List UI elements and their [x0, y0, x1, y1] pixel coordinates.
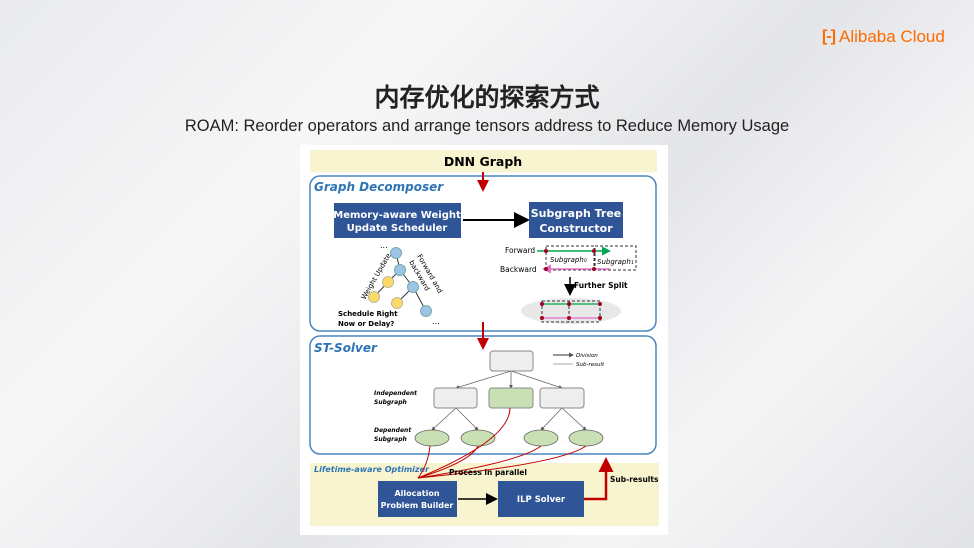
- legend-division: Division: [576, 353, 598, 359]
- independent-subgraph-3: [539, 387, 585, 409]
- backward-label: Backward: [500, 265, 537, 274]
- ellipsis-bottom: ...: [432, 317, 440, 326]
- dnn-graph-label: DNN Graph: [444, 154, 522, 169]
- split-result-box: [541, 300, 601, 323]
- independent-subgraph-2: [488, 387, 534, 409]
- graph-decomposer-label: Graph Decomposer: [314, 180, 444, 194]
- independent-label-1: Independent: [374, 390, 418, 397]
- schedule-question-2: Now or Delay?: [338, 320, 394, 328]
- forward-label: Forward: [505, 246, 535, 255]
- builder-line1: Allocation: [394, 489, 439, 498]
- parallel-red-curves: [417, 407, 587, 479]
- independent-label-2: Subgraph: [374, 399, 407, 406]
- alibaba-cloud-logo: [-] Alibaba Cloud: [822, 27, 945, 47]
- parallel-label: Process in parallel: [449, 468, 527, 477]
- logo-mark-icon: [-]: [822, 28, 836, 45]
- tree-line1: Subgraph Tree: [531, 207, 622, 220]
- split-result-ellipse: [521, 298, 621, 324]
- subgraph-tree-box: [529, 202, 623, 238]
- root-subgraph-box: [489, 350, 534, 372]
- sub-results-arrow: [584, 457, 614, 501]
- schedule-question-1: Schedule Right: [338, 310, 398, 318]
- dependent-label-2: Subgraph: [374, 436, 407, 443]
- scheduler-box: [334, 203, 461, 238]
- subgraph1-label: Subgraph₁: [597, 258, 634, 266]
- independent-subgraph-1: [433, 387, 478, 409]
- ellipsis-top: ...: [380, 241, 388, 250]
- tree-line2: Constructor: [539, 222, 613, 235]
- schedule-tree: [368, 247, 432, 317]
- subgraph0-box: [545, 245, 595, 271]
- sub-results-label: Sub-results: [610, 475, 659, 484]
- ilp-solver-box: [498, 481, 584, 517]
- optimizer-label: Lifetime-aware Optimizer: [314, 465, 430, 474]
- dependent-subgraphs: [414, 429, 604, 447]
- slide-title: 内存优化的探索方式: [374, 83, 600, 112]
- ilp-label: ILP Solver: [517, 495, 566, 505]
- dnn-graph-band: [310, 150, 657, 172]
- optimizer-band: [310, 463, 659, 526]
- division-edges: [431, 370, 587, 431]
- scheduler-line1: Memory-aware Weight: [333, 210, 461, 221]
- st-solver-label: ST-Solver: [314, 341, 378, 355]
- allocation-builder-box: [378, 481, 457, 517]
- dependent-label-1: Dependent: [374, 427, 412, 434]
- subgraph0-label: Subgraph₀: [550, 256, 587, 264]
- logo-text: Alibaba Cloud: [838, 27, 945, 46]
- scheduler-line2: Update Scheduler: [347, 223, 448, 234]
- subgraph1-box: [594, 245, 637, 271]
- further-split-label: Further Split: [574, 281, 628, 290]
- legend-subresult: Sub-result: [576, 362, 605, 368]
- slide-subtitle: ROAM: Reorder operators and arrange tens…: [184, 117, 790, 135]
- builder-line2: Problem Builder: [381, 501, 454, 510]
